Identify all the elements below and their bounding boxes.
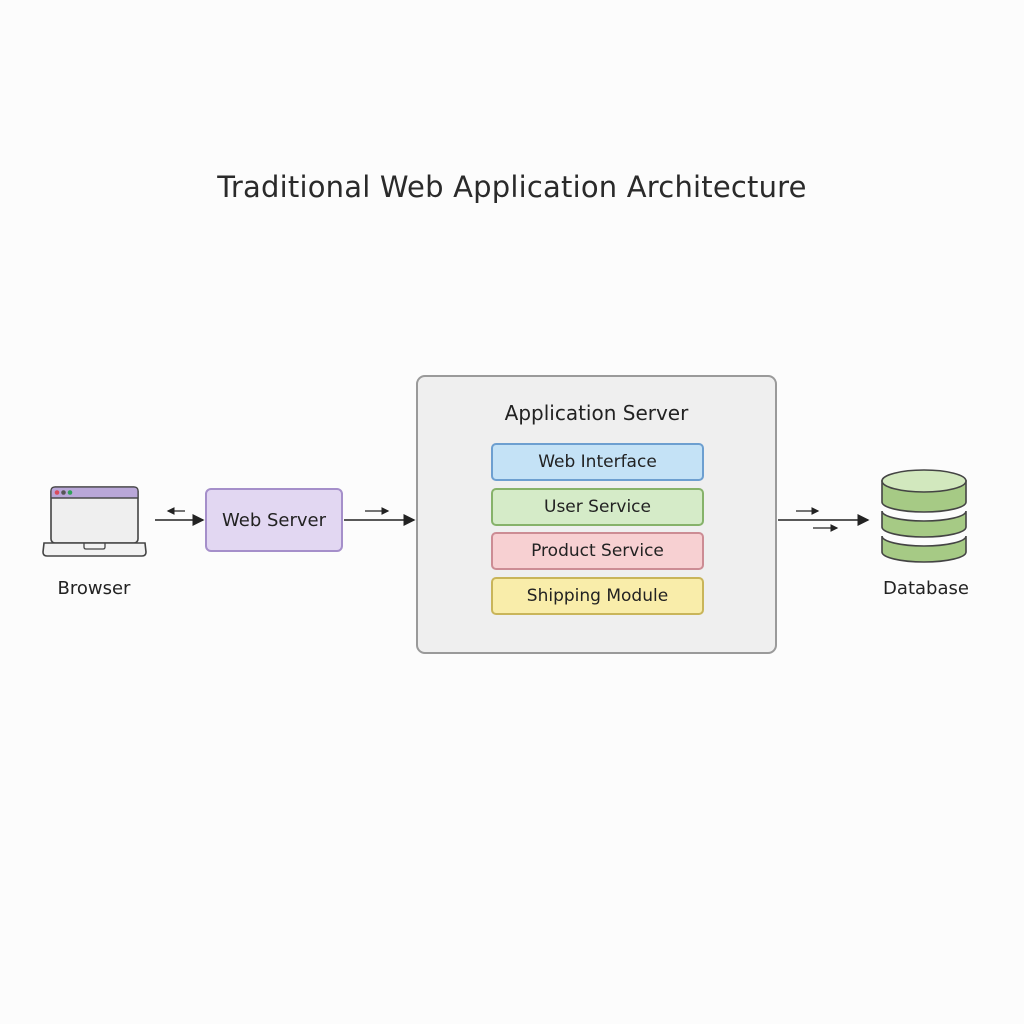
module-web-interface[interactable]: Web Interface (491, 443, 704, 481)
browser-label: Browser (57, 578, 131, 599)
window-minimize-dot (61, 490, 66, 495)
window-close-dot (54, 490, 60, 495)
module-user-service[interactable]: User Service (491, 488, 704, 526)
module-label: User Service (544, 497, 651, 517)
connector-webserver-appserver (344, 507, 416, 526)
laptop-icon (42, 486, 147, 557)
module-shipping-module[interactable]: Shipping Module (491, 577, 704, 615)
database-label: Database (883, 578, 969, 599)
application-server-label: Application Server (504, 401, 689, 425)
module-label: Web Interface (538, 452, 657, 472)
web-server-node[interactable]: Web Server (205, 488, 343, 552)
diagram-title: Traditional Web Application Architecture (217, 170, 807, 204)
module-label: Product Service (531, 541, 664, 561)
connector-appserver-database (778, 507, 870, 532)
module-label: Shipping Module (526, 586, 669, 606)
web-server-label: Web Server (222, 509, 326, 531)
module-product-service[interactable]: Product Service (491, 532, 704, 570)
database-icon (881, 469, 967, 563)
connector-browser-webserver (155, 507, 205, 526)
application-server-node[interactable]: Application Server Web Interface User Se… (416, 375, 777, 654)
window-maximize-dot (67, 490, 73, 495)
